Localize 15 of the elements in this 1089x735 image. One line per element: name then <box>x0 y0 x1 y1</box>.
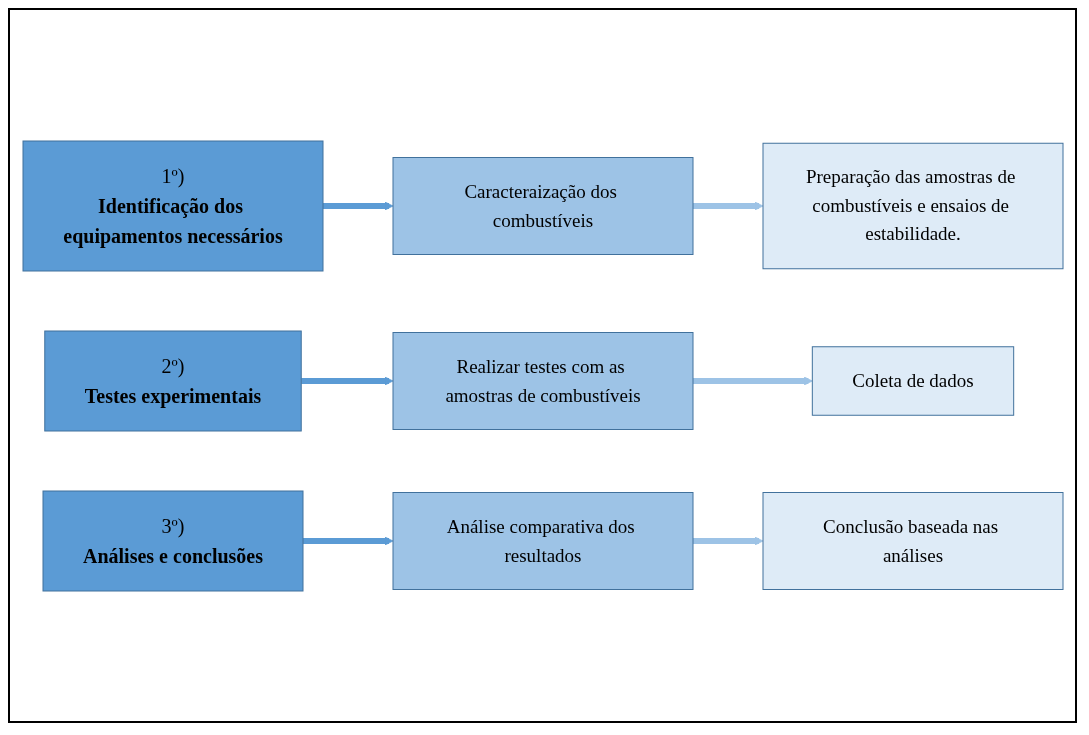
node-box: 2º) Testes experimentais <box>43 330 302 431</box>
arrow <box>302 536 393 545</box>
node-box: Realizar testes com as amostras de combustíveis <box>392 331 693 430</box>
node-box: Caracteraização dos combustíveis <box>392 156 693 255</box>
node-box: Preparação das amostras de combustíveis e ensaios de estabilidade. <box>762 142 1063 269</box>
node-box: 1º) Identificação dos equipamentos necessários <box>22 140 323 271</box>
node-box: Conclusão baseada nas análises <box>762 491 1063 590</box>
arrow <box>300 376 393 385</box>
arrow <box>692 536 763 545</box>
arrow <box>322 201 393 210</box>
arrow <box>692 201 763 210</box>
node-box: 3º) Análises e conclusões <box>42 490 303 591</box>
node-box: Coleta de dados <box>811 345 1014 416</box>
arrow <box>692 376 813 385</box>
node-box: Análise comparativa dos resultados <box>392 491 693 590</box>
